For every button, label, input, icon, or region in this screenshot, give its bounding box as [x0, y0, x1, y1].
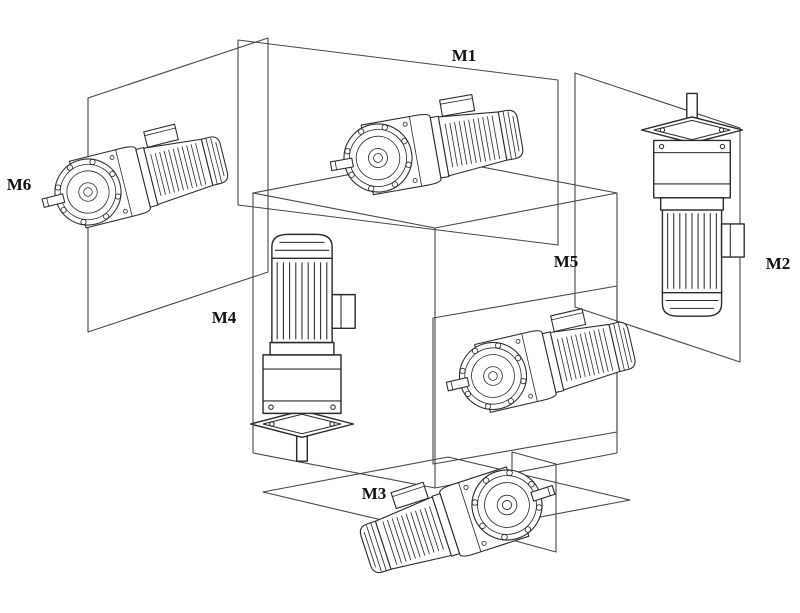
mounting-plane-m1 — [237, 39, 559, 246]
label-m1: M1 — [452, 46, 477, 65]
label-m4: M4 — [212, 308, 237, 327]
mounting-plane-m6 — [87, 37, 269, 333]
mounting-plane-m2 — [574, 72, 741, 363]
label-m6: M6 — [7, 175, 32, 194]
label-m3: M3 — [362, 484, 387, 503]
label-m2: M2 — [766, 254, 791, 273]
position-labels: M1 M2 M3 M4 M5 M6 — [7, 46, 791, 503]
label-m5: M5 — [554, 252, 579, 271]
